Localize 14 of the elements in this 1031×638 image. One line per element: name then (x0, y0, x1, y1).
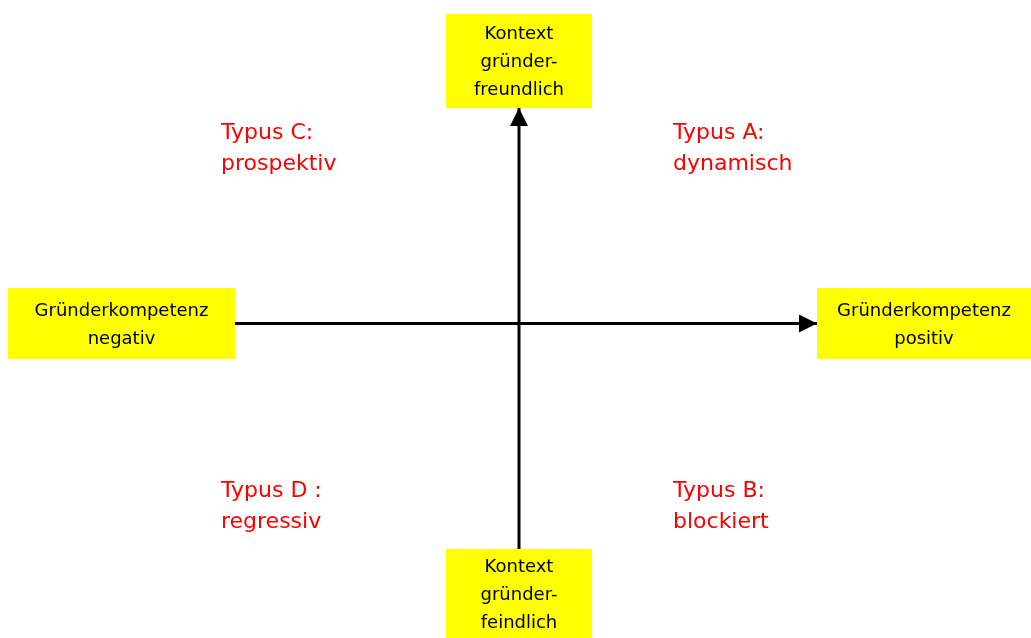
quadrant-label: Typus D : regressiv (221, 476, 323, 535)
axis-label-box (446, 14, 592, 108)
axis-label-box (446, 549, 592, 638)
axis-label: Kontext gründer-freundlich (473, 21, 565, 101)
quadrant-label: Typus C: prospektiv (221, 118, 338, 177)
arrow (510, 108, 528, 549)
axis-label: Gründerkompetenz negativ (33, 297, 210, 350)
quadrant-label: Typus B: blockiert (673, 476, 770, 535)
axis-label: Kontext gründer-feindlich (479, 553, 559, 634)
axis-label-box (817, 288, 1031, 359)
arrow (235, 314, 817, 333)
quadrant-label: Typus A: dynamisch (673, 118, 794, 177)
axis-label: Gründerkompetenz positiv (836, 297, 1012, 350)
axis-label-box (8, 288, 235, 359)
